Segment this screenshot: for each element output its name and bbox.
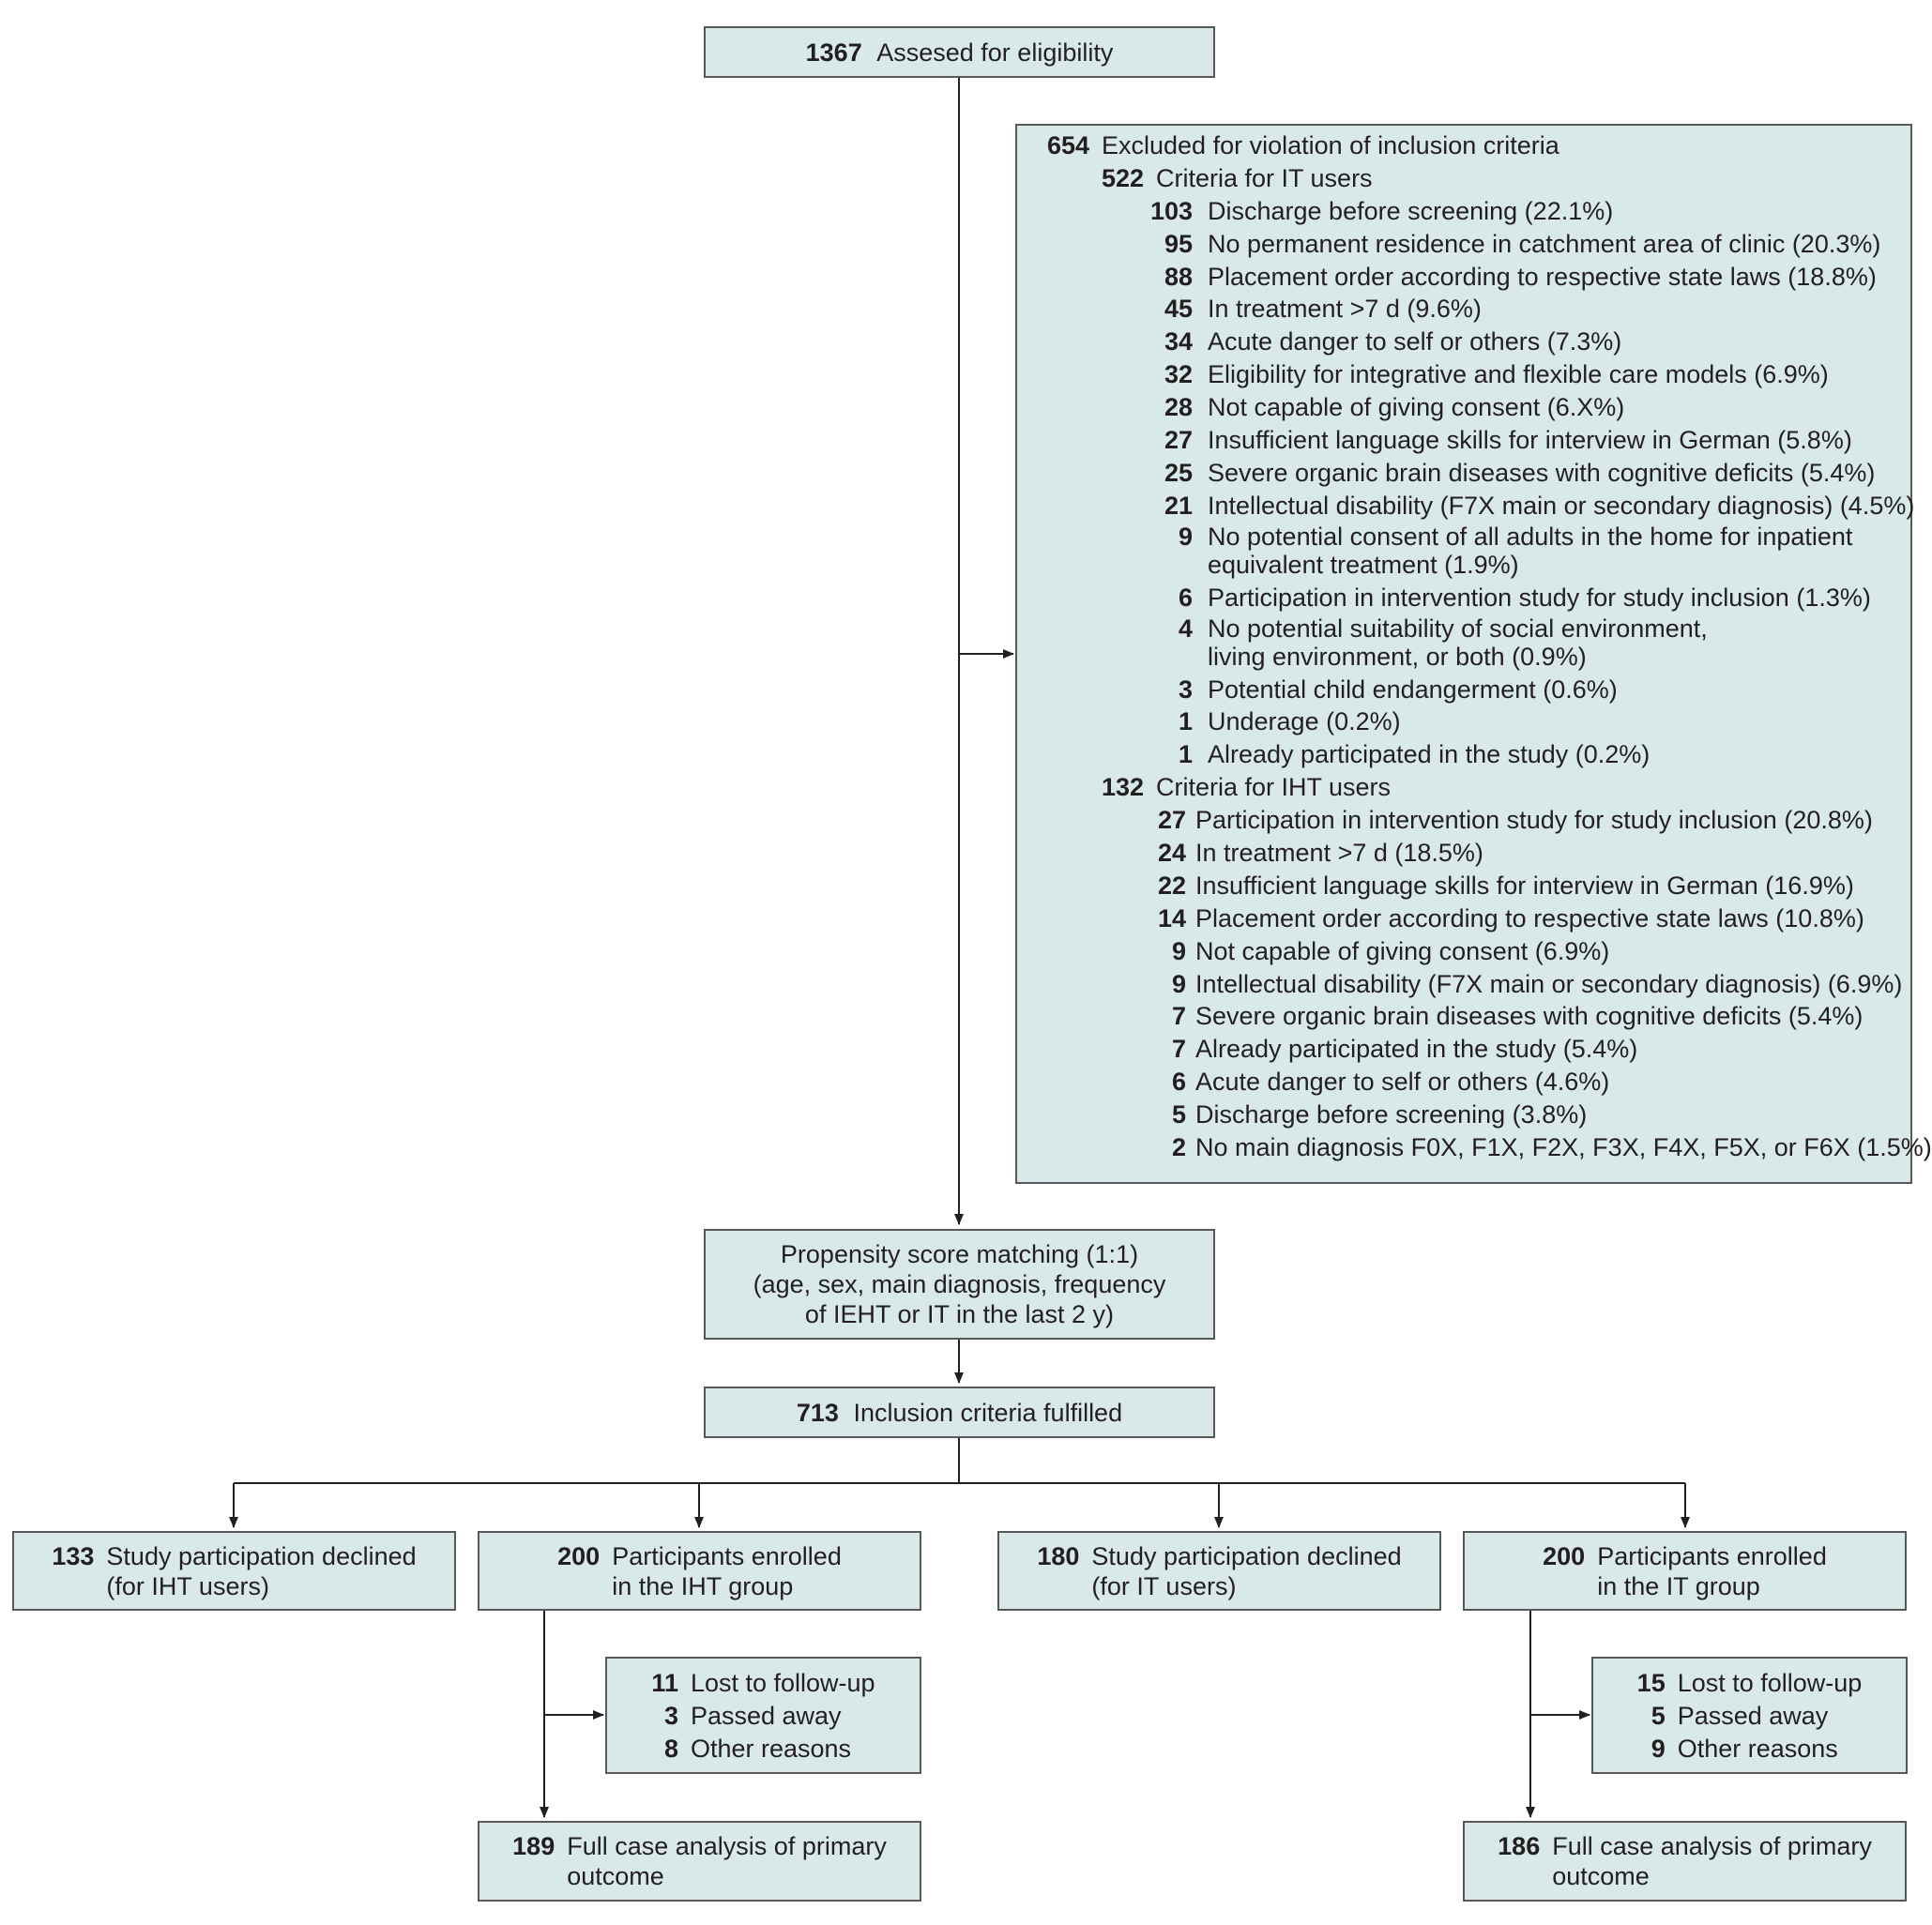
psm-line-2: (age, sex, main diagnosis, frequency xyxy=(753,1270,1166,1298)
it-criteria-item-label: Discharge before screening (22.1%) xyxy=(1208,196,1614,225)
iht-criteria-item-label: Participation in intervention study for … xyxy=(1195,806,1873,835)
iht-criteria-item-count: 27 xyxy=(1157,806,1186,835)
iht-criteria-item-label: Placement order according to respective … xyxy=(1195,903,1864,932)
it-criteria-item-label: Already participated in the study (0.2%) xyxy=(1208,740,1651,769)
it-criteria-item-label: Placement order according to respective … xyxy=(1208,262,1877,291)
psm-line-1: Propensity score matching (1:1) xyxy=(780,1240,1139,1268)
lost-it-count: 15 xyxy=(1636,1668,1666,1697)
analysis-iht-box: 189 Full case analysis of primary outcom… xyxy=(478,1821,921,1902)
assessed-box: 1367 Assesed for eligibility xyxy=(704,26,1215,78)
iht-criteria-item-label: Discharge before screening (3.8%) xyxy=(1195,1100,1588,1129)
it-criteria-item-count: 1 xyxy=(1178,707,1193,736)
iht-criteria-item-count: 9 xyxy=(1171,969,1186,998)
iht-criteria-item-label: Acute danger to self or others (4.6%) xyxy=(1195,1068,1610,1097)
it-criteria-item-label: Participation in intervention study for … xyxy=(1208,583,1871,612)
declined-iht-count: 133 xyxy=(52,1541,95,1570)
iht-criteria-item-count: 2 xyxy=(1171,1133,1186,1162)
iht-criteria-item-count: 9 xyxy=(1171,936,1186,965)
it-criteria-item-label: In treatment >7 d (9.6%) xyxy=(1208,295,1482,324)
it-criteria-item-label: Potential child endangerment (0.6%) xyxy=(1208,675,1618,704)
it-criteria-item-count: 88 xyxy=(1164,262,1193,291)
lost-iht-box: 11 Lost to follow-up 3 Passed away 8 Oth… xyxy=(605,1657,921,1774)
included-box: 713 Inclusion criteria fulfilled xyxy=(704,1387,1215,1438)
iht-criteria-item-count: 24 xyxy=(1157,839,1186,868)
it-criteria-item-count: 34 xyxy=(1164,327,1193,356)
it-criteria-item-count: 1 xyxy=(1178,740,1193,769)
it-criteria-item-label: Underage (0.2%) xyxy=(1208,707,1401,736)
included-label: Inclusion criteria fulfilled xyxy=(853,1398,1123,1427)
excluded-box xyxy=(1015,124,1912,1184)
it-criteria-item-label: Acute danger to self or others (7.3%) xyxy=(1208,327,1622,356)
it-criteria-item-count: 9 xyxy=(1178,522,1193,551)
iht-criteria-item-count: 7 xyxy=(1171,1002,1186,1031)
iht-criteria-item-label: Already participated in the study (5.4%) xyxy=(1195,1035,1638,1064)
it-criteria-item-count: 25 xyxy=(1164,458,1193,487)
it-criteria-item-count: 28 xyxy=(1164,393,1193,422)
iht-criteria-item-label: Insufficient language skills for intervi… xyxy=(1195,871,1854,900)
declined-it-count: 180 xyxy=(1037,1541,1080,1570)
it-criteria-item-count: 3 xyxy=(1178,675,1193,704)
psm-box: Propensity score matching (1:1) (age, se… xyxy=(704,1229,1215,1340)
it-criteria-item-label: Eligibility for integrative and flexible… xyxy=(1208,360,1829,389)
analysis-iht-count: 189 xyxy=(512,1832,555,1860)
declined-iht-box: 133 Study participation declined (for IH… xyxy=(12,1531,456,1611)
it-criteria-item-count: 27 xyxy=(1164,426,1193,455)
iht-criteria-item-label: Intellectual disability (F7X main or sec… xyxy=(1195,969,1903,998)
it-criteria-item-label: Not capable of giving consent (6.X%) xyxy=(1208,393,1625,422)
iht-criteria-item-count: 6 xyxy=(1171,1068,1186,1097)
it-criteria-item-label: No potential suitability of social envir… xyxy=(1208,614,1708,671)
iht-criteria-item-count: 22 xyxy=(1157,871,1186,900)
it-criteria-item-count: 6 xyxy=(1178,583,1193,612)
assessed-count: 1367 xyxy=(805,38,862,67)
analysis-it-box: 186 Full case analysis of primary outcom… xyxy=(1463,1821,1907,1902)
it-criteria-item-label: Severe organic brain diseases with cogni… xyxy=(1208,458,1876,487)
it-criteria-item-label: Intellectual disability (F7X main or sec… xyxy=(1208,491,1915,520)
declined-it-box: 180 Study participation declined (for IT… xyxy=(997,1531,1441,1611)
lost-iht-count: 11 xyxy=(651,1668,678,1697)
it-criteria-item-label: Insufficient language skills for intervi… xyxy=(1208,426,1852,455)
it-criteria-item-count: 21 xyxy=(1164,491,1193,520)
psm-line-3: of IEHT or IT in the last 2 y) xyxy=(804,1300,1115,1328)
enrolled-iht-count: 200 xyxy=(557,1541,601,1570)
it-criteria-item-count: 4 xyxy=(1178,614,1193,643)
lost-it-box: 15 Lost to follow-up 5 Passed away 9 Oth… xyxy=(1591,1657,1908,1774)
excluded-count: 654 xyxy=(1047,131,1090,159)
enrolled-it-count: 200 xyxy=(1543,1541,1586,1570)
iht-criteria-item-label: Not capable of giving consent (6.9%) xyxy=(1195,936,1610,965)
it-criteria-item-count: 103 xyxy=(1150,196,1194,225)
iht-criteria-item-count: 5 xyxy=(1171,1100,1186,1129)
iht-criteria-item-count: 14 xyxy=(1157,903,1186,932)
excluded-label: Excluded for violation of inclusion crit… xyxy=(1102,131,1559,159)
assessed-label: Assesed for eligibility xyxy=(876,38,1114,67)
analysis-it-count: 186 xyxy=(1498,1832,1541,1860)
iht-criteria-item-label: Severe organic brain diseases with cogni… xyxy=(1195,1002,1864,1031)
it-criteria-item-label: No permanent residence in catchment area… xyxy=(1208,229,1881,258)
enrolled-iht-box: 200 Participants enrolled in the IHT gro… xyxy=(478,1531,921,1611)
it-criteria-item-count: 95 xyxy=(1164,229,1193,258)
it-criteria-item-count: 32 xyxy=(1164,360,1193,389)
iht-criteria-item-label: No main diagnosis F0X, F1X, F2X, F3X, F4… xyxy=(1195,1133,1932,1162)
it-criteria-item-label: No potential consent of all adults in th… xyxy=(1208,522,1853,579)
it-criteria-item-count: 45 xyxy=(1164,295,1193,324)
enrolled-it-box: 200 Participants enrolled in the IT grou… xyxy=(1463,1531,1907,1611)
included-count: 713 xyxy=(796,1398,839,1427)
iht-criteria-item-count: 7 xyxy=(1171,1035,1186,1064)
iht-criteria-item-label: In treatment >7 d (18.5%) xyxy=(1195,839,1483,868)
